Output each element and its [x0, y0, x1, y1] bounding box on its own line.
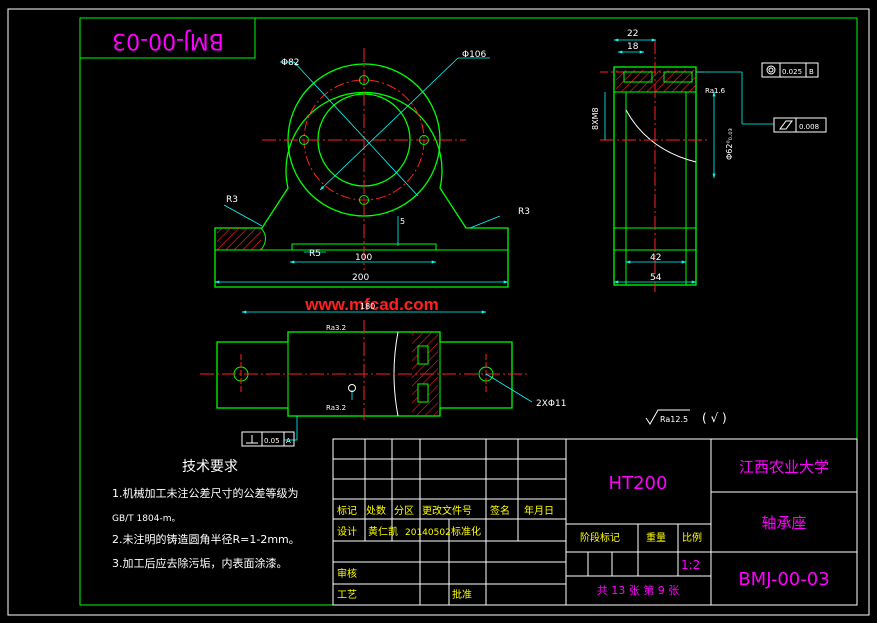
svg-text:Φ82: Φ82: [281, 58, 300, 68]
svg-text:0.025: 0.025: [782, 68, 802, 76]
svg-text:1.机械加工未注公差尺寸的公差等级为: 1.机械加工未注公差尺寸的公差等级为: [112, 486, 299, 500]
material: HT200: [609, 473, 668, 494]
svg-text:黄仁凯: 黄仁凯: [368, 525, 398, 538]
school: 江西农业大学: [739, 458, 829, 476]
svg-text:R3: R3: [226, 195, 238, 205]
svg-text:工艺: 工艺: [337, 589, 357, 601]
svg-text:分区: 分区: [394, 505, 414, 517]
svg-text:0.05: 0.05: [264, 437, 280, 445]
tolerance-frame-perp: 0.05 A: [241, 431, 295, 447]
svg-text:180: 180: [360, 302, 375, 311]
mirrored-drawing-code: BMJ-00-03: [112, 28, 224, 53]
svg-text:Φ62⁰₀.₀₃: Φ62⁰₀.₀₃: [725, 128, 734, 160]
svg-text:2.未注明的铸造圆角半径R=1-2mm。: 2.未注明的铸造圆角半径R=1-2mm。: [112, 532, 300, 546]
tolerance-frame-1: 0.025 B: [761, 62, 819, 78]
svg-text:42: 42: [650, 253, 661, 263]
svg-text:54: 54: [650, 273, 662, 283]
svg-text:B: B: [809, 68, 814, 76]
svg-text:技术要求: 技术要求: [182, 459, 238, 475]
svg-text:3.加工后应去除污垢，内表面涂漆。: 3.加工后应去除污垢，内表面涂漆。: [112, 556, 288, 570]
svg-text:Ra3.2: Ra3.2: [326, 404, 346, 412]
svg-text:设计: 设计: [337, 525, 357, 538]
svg-text:200: 200: [352, 273, 369, 283]
mirrored-code-box: BMJ-00-03: [79, 17, 256, 59]
svg-text:20140502: 20140502: [405, 528, 451, 538]
svg-text:R5: R5: [309, 249, 321, 259]
svg-text:共 13 张 第 9 张: 共 13 张 第 9 张: [597, 583, 679, 597]
svg-text:2XΦ11: 2XΦ11: [536, 399, 566, 409]
tolerance-frame-2: 0.008: [773, 117, 827, 133]
svg-text:GB/T 1804-m。: GB/T 1804-m。: [112, 514, 180, 524]
title-block: [332, 438, 858, 606]
svg-text:阶段标记: 阶段标记: [580, 531, 620, 544]
svg-text:5: 5: [400, 217, 405, 226]
svg-text:处数: 处数: [366, 504, 386, 517]
watermark: www.mfcad.com: [304, 295, 439, 314]
technical-notes: 技术要求 1.机械加工未注公差尺寸的公差等级为 GB/T 1804-m。 2.未…: [112, 459, 300, 570]
svg-text:更改文件号: 更改文件号: [422, 504, 472, 517]
svg-text:标准化: 标准化: [451, 525, 481, 538]
svg-text:比例: 比例: [682, 531, 702, 544]
drawing-code: BMJ-00-03: [738, 569, 829, 590]
svg-text:审核: 审核: [337, 567, 357, 580]
top-view: 180 Ra3.2 Ra3.2 2XΦ11 0.05 A: [200, 302, 566, 447]
svg-text:( √ ): ( √ ): [702, 411, 727, 425]
outer-border: [7, 8, 870, 616]
svg-text:Φ106: Φ106: [462, 50, 487, 60]
front-body-outline: [214, 91, 509, 288]
side-view: 22 18 8XM8 Φ62⁰₀.₀₃ 42 54 Ra1.6 0.025 B …: [591, 29, 827, 292]
svg-text:批准: 批准: [452, 588, 472, 601]
part-name: 轴承座: [761, 514, 806, 532]
front-view: Φ82 Φ106 R3 R3 R5 100 200 5: [214, 48, 530, 288]
svg-text:Ra1.6: Ra1.6: [705, 87, 726, 95]
general-roughness: Ra12.5 ( √ ): [645, 409, 727, 425]
svg-text:100: 100: [355, 253, 372, 263]
svg-text:Ra12.5: Ra12.5: [660, 415, 688, 424]
svg-text:标记: 标记: [337, 505, 357, 517]
title-block-text: HT200 江西农业大学 轴承座 BMJ-00-03 标记 处数 分区 更改文件…: [337, 458, 830, 601]
svg-text:年月日: 年月日: [524, 504, 554, 517]
svg-text:0.008: 0.008: [799, 123, 819, 131]
svg-text:18: 18: [627, 42, 639, 52]
svg-text:22: 22: [627, 29, 638, 39]
svg-text:1:2: 1:2: [681, 558, 700, 572]
svg-text:签名: 签名: [490, 504, 510, 517]
svg-text:重量: 重量: [646, 531, 666, 544]
svg-text:A: A: [286, 437, 291, 445]
svg-text:8XM8: 8XM8: [591, 107, 600, 130]
svg-text:Ra3.2: Ra3.2: [326, 324, 346, 332]
svg-text:R3: R3: [518, 207, 530, 217]
